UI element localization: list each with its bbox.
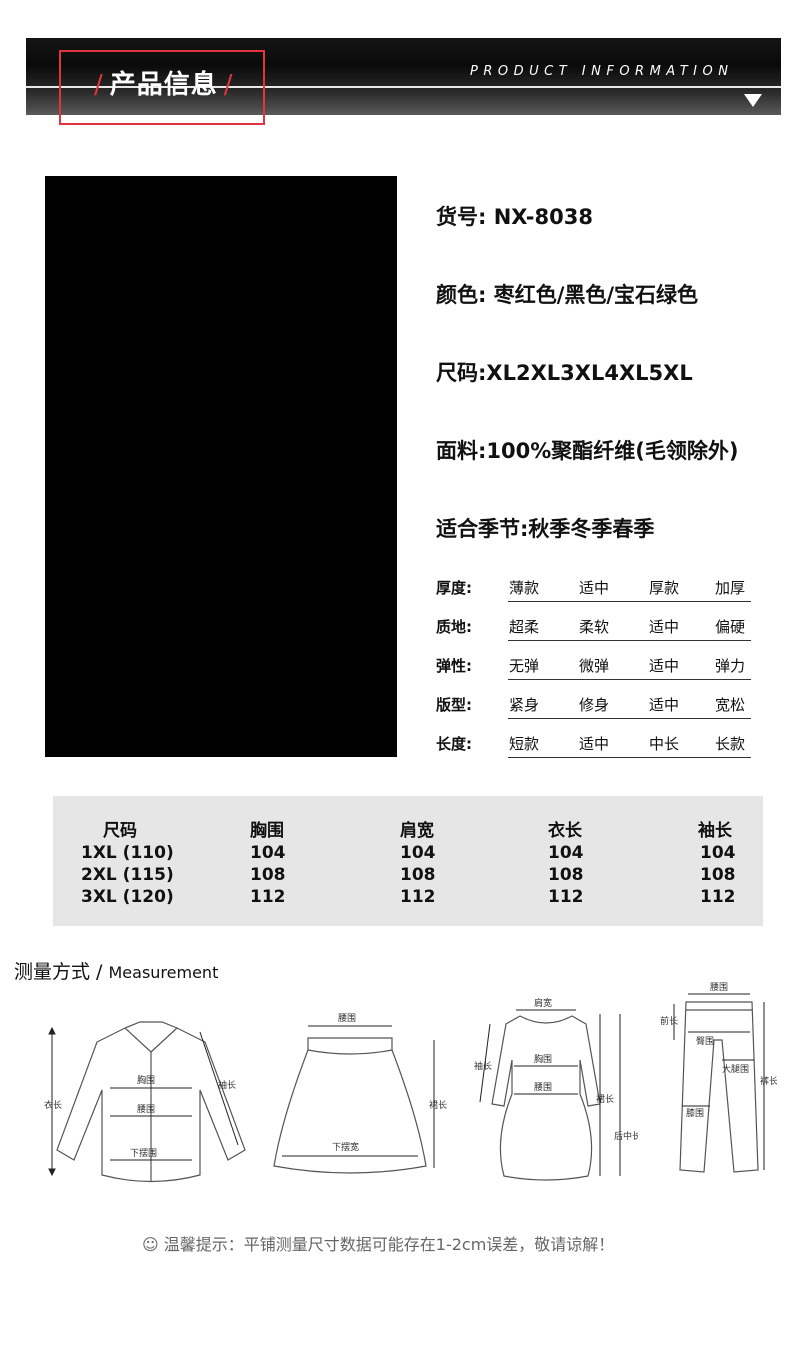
attr-option: 加厚 [714,579,745,597]
label-back-length: 后中长 [614,1130,638,1142]
attr-divider [508,679,751,680]
table-cell: 104 [250,843,286,863]
size-table: 尺码 胸围 肩宽 衣长 袖长 1XL (110) 104 104 104 104… [53,796,763,926]
label-sleeve: 袖长 [474,1060,492,1072]
attr-label-fit: 版型: [436,696,472,714]
table-cell: 104 [548,843,584,863]
label-hip: 臀围 [696,1036,714,1047]
attr-divider [508,640,751,641]
table-cell: 112 [400,887,436,907]
table-cell: 108 [700,865,736,885]
attr-option: 厚款 [648,579,679,597]
skirt-diagram: 腰围 裙长 下摆宽 [273,1013,447,1174]
attr-option: 修身 [578,696,609,714]
measurement-title-en: Measurement [108,963,219,982]
attr-option: 偏硬 [714,618,745,636]
attr-option: 适中 [648,657,679,675]
triangle-down-icon [744,94,762,107]
attr-label-thickness: 厚度: [436,579,472,597]
attr-option: 无弹 [508,657,539,675]
section-title: /产品信息/ [88,64,240,101]
table-cell: 112 [700,887,736,907]
attr-option: 宽松 [714,696,745,714]
spec-sku: 货号: NX-8038 [436,205,593,229]
measurement-title: 测量方式 / Measurement [14,957,218,984]
label-sleeve: 袖长 [218,1079,236,1091]
label-waist: 腰围 [710,982,728,993]
attr-option: 适中 [648,618,679,636]
attr-divider [508,757,751,758]
label-length: 裙长 [429,1099,447,1111]
attr-option: 长款 [714,735,745,753]
attr-option: 适中 [578,735,609,753]
attr-option: 适中 [648,696,679,714]
attr-option: 弹力 [714,657,745,675]
header-divider [26,86,781,88]
label-length: 裙长 [596,1093,614,1105]
spec-season: 适合季节:秋季冬季春季 [436,517,655,541]
dress-diagram: 肩宽 袖长 胸围 腰围 裙长 后中长 [474,997,638,1181]
label-hem: 下摆宽 [332,1141,359,1153]
table-header-shoulder: 肩宽 [400,821,434,841]
title-slash-left: / [94,70,104,100]
table-cell: 112 [548,887,584,907]
spec-size: 尺码:XL2XL3XL4XL5XL [436,361,693,385]
table-cell: 104 [700,843,736,863]
label-waist: 腰围 [338,1013,356,1024]
table-header-sleeve: 袖长 [698,821,732,841]
tip-note: ☺ 温馨提示：平铺测量尺寸数据可能存在1-2cm误差，敬请谅解！ [142,1231,614,1255]
table-cell: 112 [250,887,286,907]
label-knee: 膝围 [686,1107,704,1119]
attr-label-texture: 质地: [436,618,472,636]
attr-option: 紧身 [508,696,539,714]
attr-option: 薄款 [508,579,539,597]
spec-fabric: 面料:100%聚酯纤维(毛领除外) [436,439,739,463]
attr-divider [508,601,751,602]
table-cell: 3XL (120) [81,887,174,907]
label-chest: 胸围 [534,1053,552,1065]
label-chest: 胸围 [137,1074,155,1086]
label-shoulder: 肩宽 [534,997,552,1009]
shirt-diagram: 衣长 胸围 腰围 下摆围 袖长 [44,1021,246,1183]
tip-text: 温馨提示：平铺测量尺寸数据可能存在1-2cm误差，敬请谅解！ [163,1235,615,1254]
label-hem: 下摆围 [130,1147,157,1159]
table-cell: 104 [400,843,436,863]
table-cell: 2XL (115) [81,865,174,885]
table-header-size: 尺码 [103,821,137,841]
attr-option: 微弹 [578,657,609,675]
table-cell: 1XL (110) [81,843,174,863]
table-cell: 108 [250,865,286,885]
product-photo [45,176,397,757]
table-cell: 108 [548,865,584,885]
pants-diagram: 腰围 前长 臀围 大腿围 膝围 裤长 [660,982,777,1173]
measurement-title-zh: 测量方式 / [14,961,103,983]
label-length: 衣长 [44,1099,62,1111]
attr-option: 柔软 [578,618,609,636]
section-title-text: 产品信息 [109,70,218,100]
table-cell: 108 [400,865,436,885]
attr-option: 中长 [648,735,679,753]
label-thigh: 大腿围 [722,1063,749,1075]
attr-divider [508,718,751,719]
spec-color: 颜色: 枣红色/黑色/宝石绿色 [436,283,699,307]
label-waist: 腰围 [534,1082,552,1093]
attr-option: 超柔 [508,618,539,636]
section-subtitle: PRODUCT INFORMATION [470,64,734,79]
attr-option: 适中 [578,579,609,597]
table-header-chest: 胸围 [250,821,284,841]
attr-label-elasticity: 弹性: [436,657,472,675]
label-waist: 腰围 [137,1104,155,1115]
attr-label-length: 长度: [436,735,472,753]
selection-box [59,50,265,125]
label-length: 裤长 [760,1075,777,1087]
label-front-rise: 前长 [660,1015,678,1027]
smiley-icon: ☺ [142,1235,159,1254]
title-slash-right: / [223,70,234,100]
table-header-length: 衣长 [548,821,582,841]
attr-option: 短款 [508,735,539,753]
